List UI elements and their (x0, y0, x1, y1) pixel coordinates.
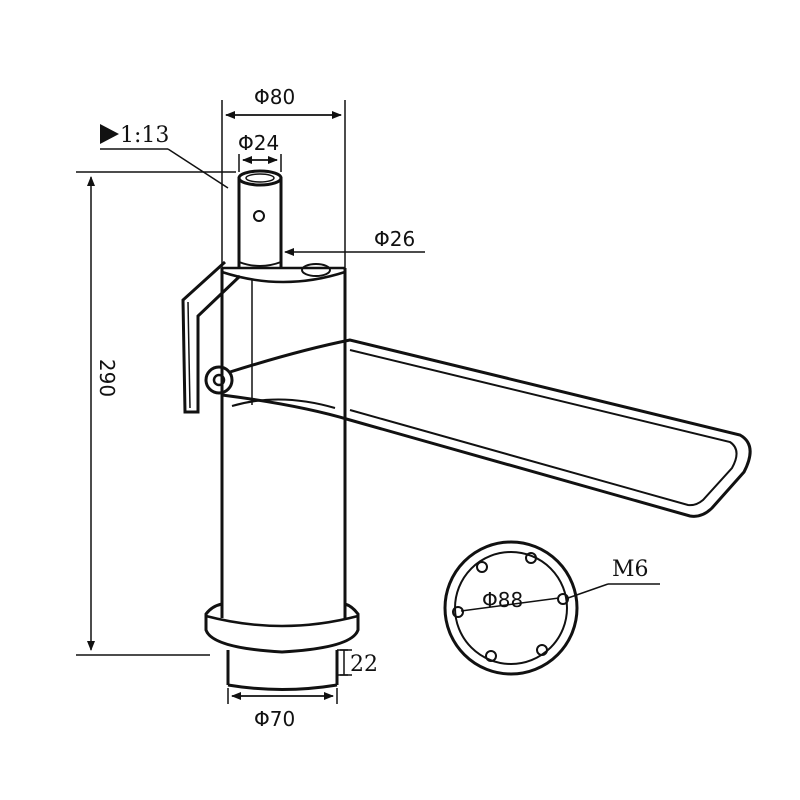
label-phi26: Φ26 (374, 227, 415, 251)
dim-base-step: 22 (337, 649, 378, 677)
label-phi70: Φ70 (254, 707, 295, 731)
base-flange (204, 602, 360, 691)
label-m6: M6 (612, 557, 649, 582)
dim-shaft-diameter: Φ24 (238, 131, 282, 172)
dim-collar-diameter: Φ26 (284, 227, 425, 256)
dim-height: 290 (76, 171, 236, 656)
plunger-shaft (237, 169, 283, 268)
label-height: 290 (95, 359, 119, 397)
bolt-circle-detail: Φ88 M6 (443, 540, 660, 676)
dim-taper: 1:13 (100, 123, 229, 189)
label-22: 22 (350, 652, 378, 677)
cylinder-body (220, 263, 347, 618)
label-phi24: Φ24 (238, 131, 279, 155)
label-phi88: Φ88 (482, 588, 523, 612)
lever-handle (221, 338, 752, 518)
label-phi80: Φ80 (254, 85, 295, 109)
dim-base-diameter: Φ70 (227, 688, 338, 731)
handle-bracket (181, 260, 242, 414)
label-taper: 1:13 (120, 123, 169, 148)
